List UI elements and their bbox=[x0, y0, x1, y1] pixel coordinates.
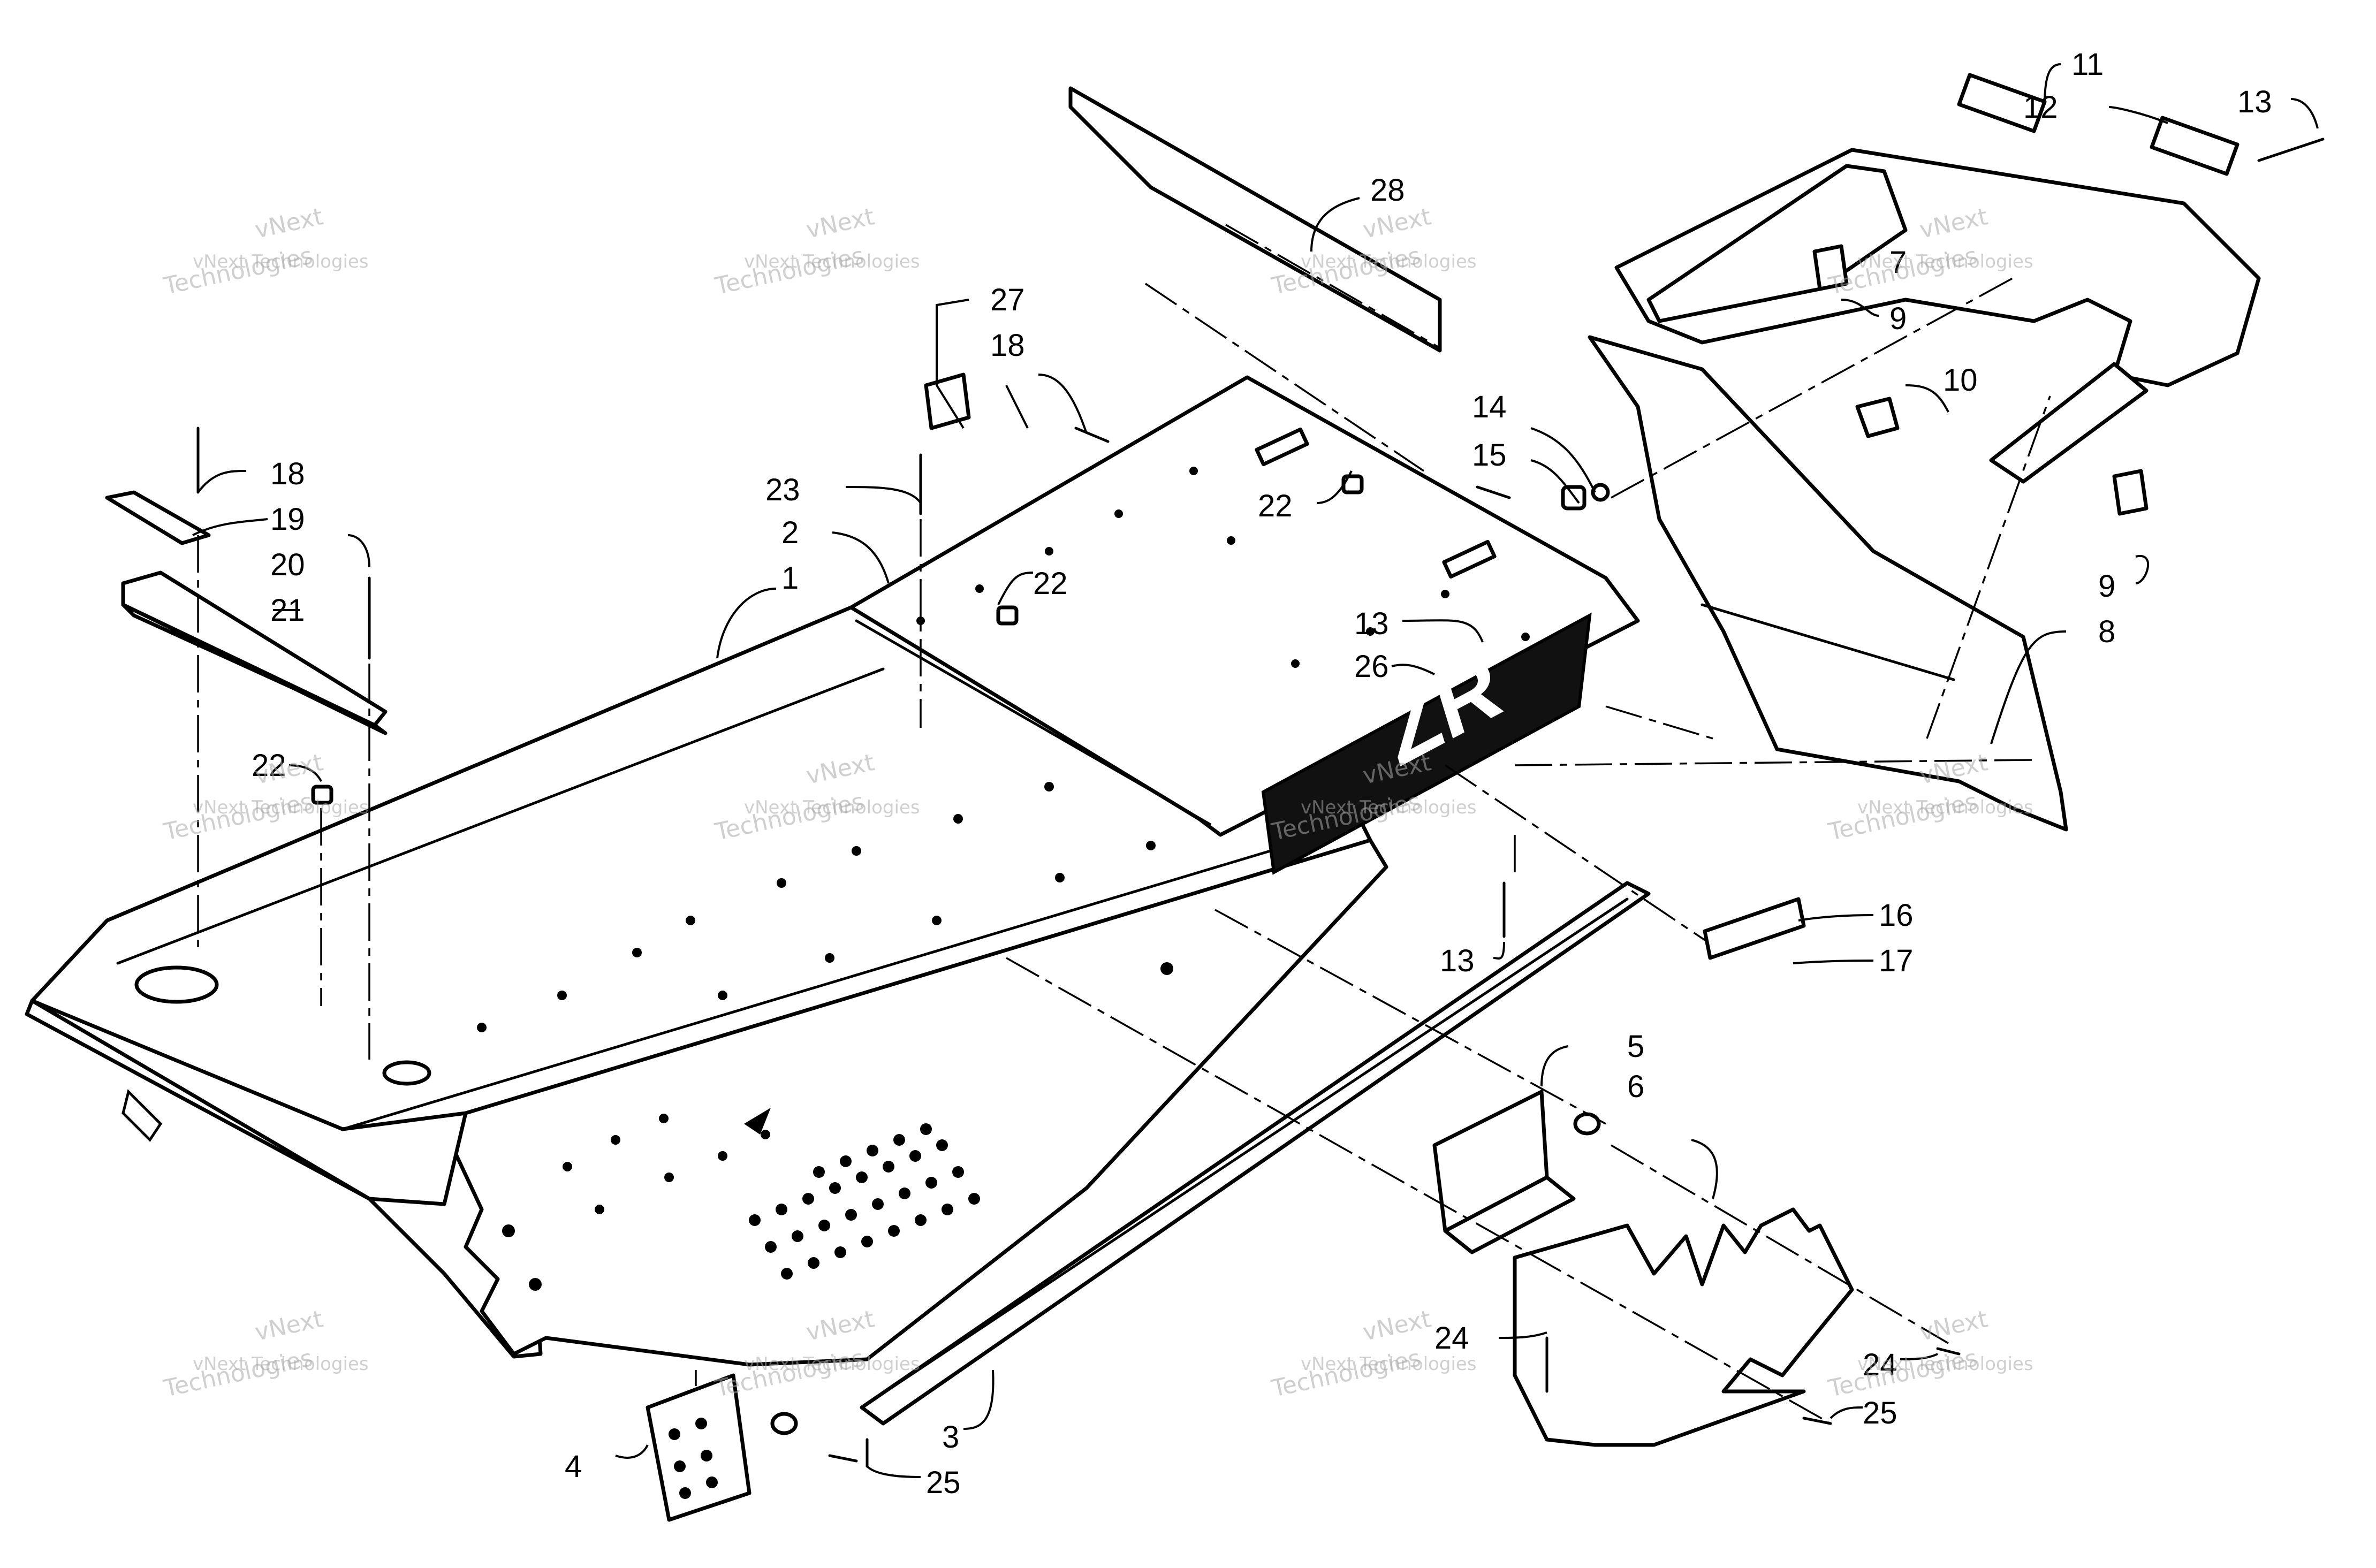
callout-25-right: 25 bbox=[1863, 1396, 1897, 1430]
bumper-pad-part-a bbox=[1957, 73, 2047, 133]
callout-1: 1 bbox=[781, 561, 799, 596]
arrow-marker bbox=[744, 1108, 771, 1135]
tunnel-perforations bbox=[477, 782, 1173, 1291]
tunnel-part bbox=[25, 605, 1388, 1367]
flap-part bbox=[1068, 86, 1442, 353]
mounting-bracket-part bbox=[1513, 1207, 1854, 1447]
watermark: vNext Technologies vNext Technologies bbox=[712, 203, 920, 300]
callout-14: 14 bbox=[1472, 390, 1507, 424]
clip-part-a bbox=[1812, 244, 1849, 291]
callout-4: 4 bbox=[565, 1449, 582, 1484]
callout-21: 21 bbox=[270, 593, 305, 628]
callout-16: 16 bbox=[1879, 898, 1914, 933]
callout-7: 7 bbox=[1889, 245, 1907, 280]
svg-text:vNext: vNext bbox=[804, 203, 877, 244]
watermark: vNext Technologies vNext Technologies bbox=[1269, 1305, 1477, 1403]
svg-text:vNext Technologies: vNext Technologies bbox=[1857, 251, 2033, 272]
svg-text:vNext Technologies: vNext Technologies bbox=[1301, 1353, 1477, 1375]
running-board-part bbox=[860, 881, 1651, 1426]
callout-5: 5 bbox=[1627, 1029, 1644, 1064]
svg-text:vNext Technologies: vNext Technologies bbox=[193, 797, 369, 818]
watermark: vNext Technologies vNext Technologies bbox=[1826, 1305, 2033, 1403]
watermark: vNext Technologies vNext Technologies bbox=[161, 1305, 369, 1403]
callout-13-lower: 13 bbox=[1440, 943, 1475, 978]
callout-26: 26 bbox=[1354, 649, 1389, 684]
callout-leaders bbox=[192, 63, 2319, 1478]
callout-24-left: 24 bbox=[1434, 1321, 1469, 1356]
callout-17: 17 bbox=[1879, 943, 1914, 978]
svg-text:vNext Technologies: vNext Technologies bbox=[744, 1353, 920, 1375]
svg-text:vNext: vNext bbox=[1361, 1305, 1433, 1346]
svg-text:vNext Technologies: vNext Technologies bbox=[1301, 797, 1477, 818]
callout-22-middle: 22 bbox=[1033, 566, 1068, 601]
callout-28: 28 bbox=[1370, 173, 1405, 208]
tunnel-top-holes bbox=[916, 467, 1530, 668]
svg-text:vNext Technologies: vNext Technologies bbox=[193, 251, 369, 272]
callout-24-right: 24 bbox=[1863, 1348, 1897, 1382]
svg-text:vNext Technologies: vNext Technologies bbox=[744, 251, 920, 272]
callout-15: 15 bbox=[1472, 438, 1507, 473]
callout-22-top: 22 bbox=[1258, 489, 1293, 523]
callout-10: 10 bbox=[1943, 363, 1978, 398]
callout-22-left: 22 bbox=[252, 748, 286, 783]
svg-text:vNext: vNext bbox=[1361, 203, 1433, 244]
svg-text:vNext: vNext bbox=[253, 1305, 325, 1346]
callout-12: 12 bbox=[2023, 90, 2058, 125]
callout-8: 8 bbox=[2098, 614, 2115, 649]
svg-text:vNext Technologies: vNext Technologies bbox=[1857, 797, 2033, 818]
bumper-pad-part-b bbox=[2150, 116, 2240, 176]
callout-20: 20 bbox=[270, 547, 305, 582]
callout-labels: 1 2 3 4 5 6 7 8 9 9 10 11 12 13 13 13 14… bbox=[252, 47, 2272, 1500]
rear-mount-plate-part bbox=[646, 1373, 751, 1522]
callout-13-bumper: 13 bbox=[2237, 85, 2272, 119]
svg-text:vNext Technologies: vNext Technologies bbox=[193, 1353, 369, 1375]
svg-text:vNext Technologies: vNext Technologies bbox=[1301, 251, 1477, 272]
callout-3: 3 bbox=[942, 1420, 959, 1455]
fastener-parts bbox=[196, 138, 2325, 1468]
callout-18-left: 18 bbox=[270, 456, 305, 491]
svg-text:vNext Technologies: vNext Technologies bbox=[1857, 1353, 2033, 1375]
callout-2: 2 bbox=[781, 515, 799, 550]
clip-part-b bbox=[1855, 397, 1900, 438]
side-bracket-part bbox=[1432, 1090, 1576, 1254]
rear-bumper-part bbox=[1614, 148, 2261, 484]
reinforcement-plate-part bbox=[105, 490, 211, 545]
callout-13-tunnel: 13 bbox=[1354, 606, 1389, 641]
callout-9-lower: 9 bbox=[2098, 569, 2115, 604]
watermark: vNext Technologies vNext Technologies bbox=[161, 203, 369, 300]
rail-channel-part bbox=[121, 570, 388, 735]
callout-19: 19 bbox=[270, 502, 305, 537]
svg-text:vNext Technologies: vNext Technologies bbox=[744, 797, 920, 818]
rear-panel-part bbox=[1588, 335, 2068, 832]
reflector-part bbox=[1703, 897, 1806, 960]
svg-text:vNext: vNext bbox=[1917, 1305, 1990, 1346]
callout-18-top: 18 bbox=[990, 328, 1025, 363]
callout-6: 6 bbox=[1627, 1069, 1644, 1104]
svg-text:vNext: vNext bbox=[253, 203, 325, 244]
callout-9-upper: 9 bbox=[1889, 301, 1907, 336]
callout-27: 27 bbox=[990, 283, 1025, 317]
clip-part-c bbox=[2112, 469, 2149, 516]
callout-25-left: 25 bbox=[926, 1465, 961, 1500]
callout-23: 23 bbox=[765, 473, 800, 507]
assembly-axes bbox=[197, 224, 2051, 1425]
callout-11: 11 bbox=[2071, 47, 2104, 82]
